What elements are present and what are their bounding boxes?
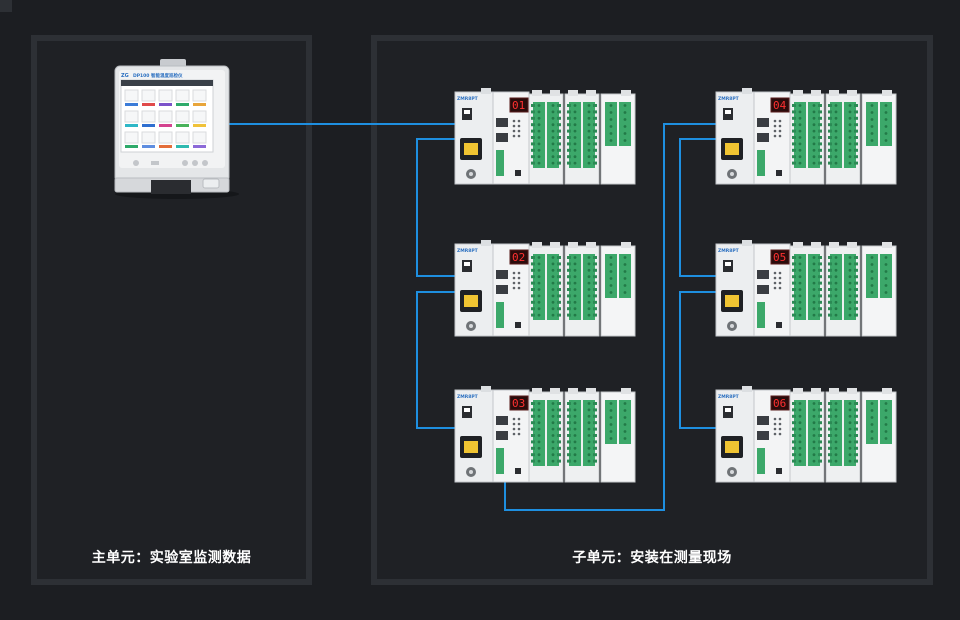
sub-unit-id-display: 02 xyxy=(512,251,525,264)
screen-tiles xyxy=(124,89,207,148)
main-unit-panel xyxy=(0,0,12,12)
sub-unit-badge: ZMR8PT xyxy=(457,248,479,254)
sub-unit-id-display: 04 xyxy=(773,99,787,112)
sub-unit-badge: ZMR8PT xyxy=(457,394,479,400)
main-unit-device: ZG DP100 智能温度巡检仪 xyxy=(114,59,239,199)
sub-unit-device: ZMR8PT 04 xyxy=(715,88,897,185)
sub-unit-device: ZMR8PT 01 xyxy=(454,88,636,185)
sub-unit-badge: ZMR8PT xyxy=(718,394,740,400)
wire-unit-3-to-unit-4 xyxy=(504,123,762,511)
sub-unit-device: ZMR8PT 02 xyxy=(454,240,636,337)
caption-main-unit: 主单元：实验室监测数据 xyxy=(91,550,252,566)
sub-unit-id-display: 05 xyxy=(773,251,786,264)
sub-unit-device: ZMR8PT 03 xyxy=(454,386,636,483)
sub-unit-badge: ZMR8PT xyxy=(457,96,479,102)
sub-unit-badge: ZMR8PT xyxy=(718,96,740,102)
caption-sub-unit: 子单元：安装在测量现场 xyxy=(572,550,732,566)
sub-unit-device: ZMR8PT 05 xyxy=(715,240,897,337)
main-model-title: DP100 智能温度巡检仪 xyxy=(133,72,183,79)
sub-unit-badge: ZMR8PT xyxy=(718,248,740,254)
sub-unit-id-display: 01 xyxy=(512,99,525,112)
sub-unit-id-display: 03 xyxy=(512,397,525,410)
main-brand-mark: ZG xyxy=(121,73,129,79)
sub-unit-device: ZMR8PT 06 xyxy=(715,386,897,483)
sub-unit-id-display: 06 xyxy=(773,397,786,410)
